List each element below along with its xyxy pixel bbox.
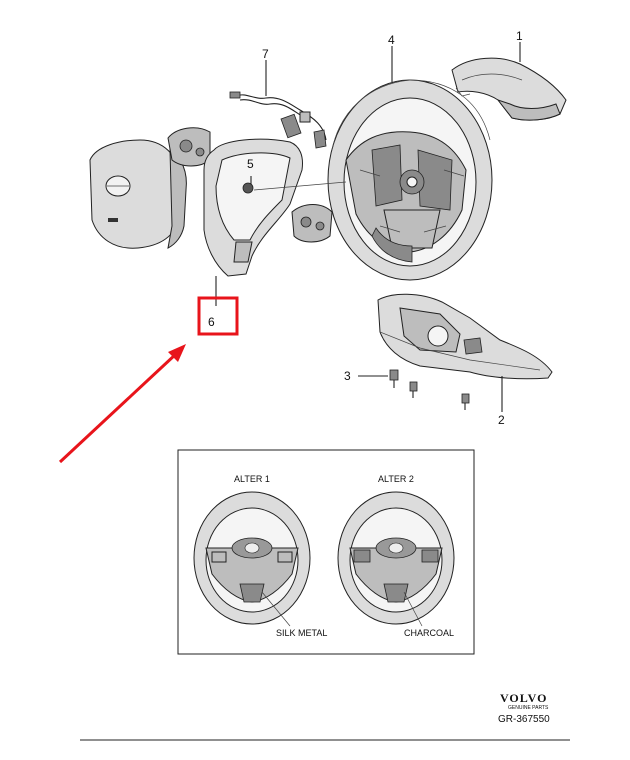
part-7-wiring-harness	[229, 91, 327, 149]
diagram-code: GR-367550	[498, 714, 550, 725]
callout-3: 3	[344, 369, 351, 383]
volvo-brand: VOLVO	[500, 691, 547, 705]
inset-alter-2: ALTER 2	[378, 474, 414, 484]
part-3-screws	[358, 369, 470, 410]
volvo-logo-icon	[388, 542, 404, 554]
right-steering-switch	[291, 204, 333, 243]
volvo-logo-icon	[244, 542, 260, 554]
inset-wheel-alter-1	[193, 491, 311, 625]
callout-5: 5	[247, 157, 254, 171]
callout-4: 4	[388, 33, 395, 47]
left-steering-switch	[167, 127, 211, 167]
part-2-lower-shroud	[377, 293, 553, 380]
callout-7: 7	[262, 47, 269, 61]
genuine-parts: GENUINE PARTS	[508, 705, 549, 711]
inset-wheel-alter-2	[337, 491, 455, 625]
callout-1: 1	[516, 29, 523, 43]
red-arrow	[58, 344, 186, 464]
part-1-upper-shroud	[451, 57, 567, 121]
part-6-trim-cover	[203, 138, 303, 277]
airbag-module	[89, 139, 187, 249]
inset-alter-1: ALTER 1	[234, 474, 270, 484]
callout-2: 2	[498, 413, 505, 427]
leader-charcoal	[403, 591, 423, 627]
callout-6: 6	[208, 315, 215, 329]
inset-finish-1: SILK METAL	[276, 628, 327, 638]
inset-finish-2: CHARCOAL	[404, 628, 454, 638]
part-5-screw: 5	[247, 157, 347, 191]
leader-silk-metal	[261, 591, 291, 627]
highlight-box	[197, 296, 239, 336]
part-4-steering-wheel	[327, 79, 493, 281]
